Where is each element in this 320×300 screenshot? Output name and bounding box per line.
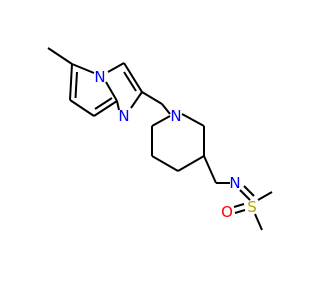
bond-s-o-b — [234, 209, 246, 214]
bond-ring6-d-inner — [94, 97, 113, 110]
bond-ring5-b-inner — [123, 71, 137, 92]
bond-ring5-c — [130, 91, 143, 109]
bond-ring6-b-inner — [74, 71, 78, 99]
bond-pip-f — [151, 115, 171, 127]
bond-s-o-a — [233, 203, 245, 208]
bond-linker-2 — [161, 103, 171, 115]
bond-ring6-b — [69, 63, 73, 101]
bond-s-methyl-1 — [257, 191, 273, 201]
atom-n-imine: N — [229, 174, 240, 192]
bond-pip-a — [181, 113, 205, 127]
bond-n-s-a — [239, 189, 251, 201]
molecule-structure: N N N N S O — [47, 47, 273, 231]
bond-pip-d — [151, 155, 179, 172]
bond-ring6-d — [93, 100, 118, 117]
bond-ring5-b — [123, 62, 143, 93]
atom-label-layer: N N N N S O — [94, 68, 256, 221]
bond-ch2-a — [203, 155, 217, 184]
atom-n-pyridine: N — [94, 68, 105, 86]
bond-linker-1 — [141, 91, 163, 105]
bond-methyl-ring — [47, 47, 73, 65]
atom-oxygen: O — [221, 203, 233, 221]
atom-n-piperidine: N — [170, 107, 181, 125]
bond-n-s-b — [243, 185, 255, 197]
bond-ring6-e — [105, 81, 118, 102]
bond-ring6-c — [69, 99, 95, 117]
atom-sulfur: S — [247, 198, 257, 216]
bond-ring5-a — [107, 62, 125, 73]
atom-n-imidazole: N — [118, 107, 129, 125]
bond-ring6-a — [71, 63, 95, 74]
bond-pip-c — [177, 155, 205, 172]
bond-s-methyl-2 — [254, 213, 263, 231]
bond-ring5-d — [116, 100, 120, 111]
bond-layer — [47, 47, 273, 231]
